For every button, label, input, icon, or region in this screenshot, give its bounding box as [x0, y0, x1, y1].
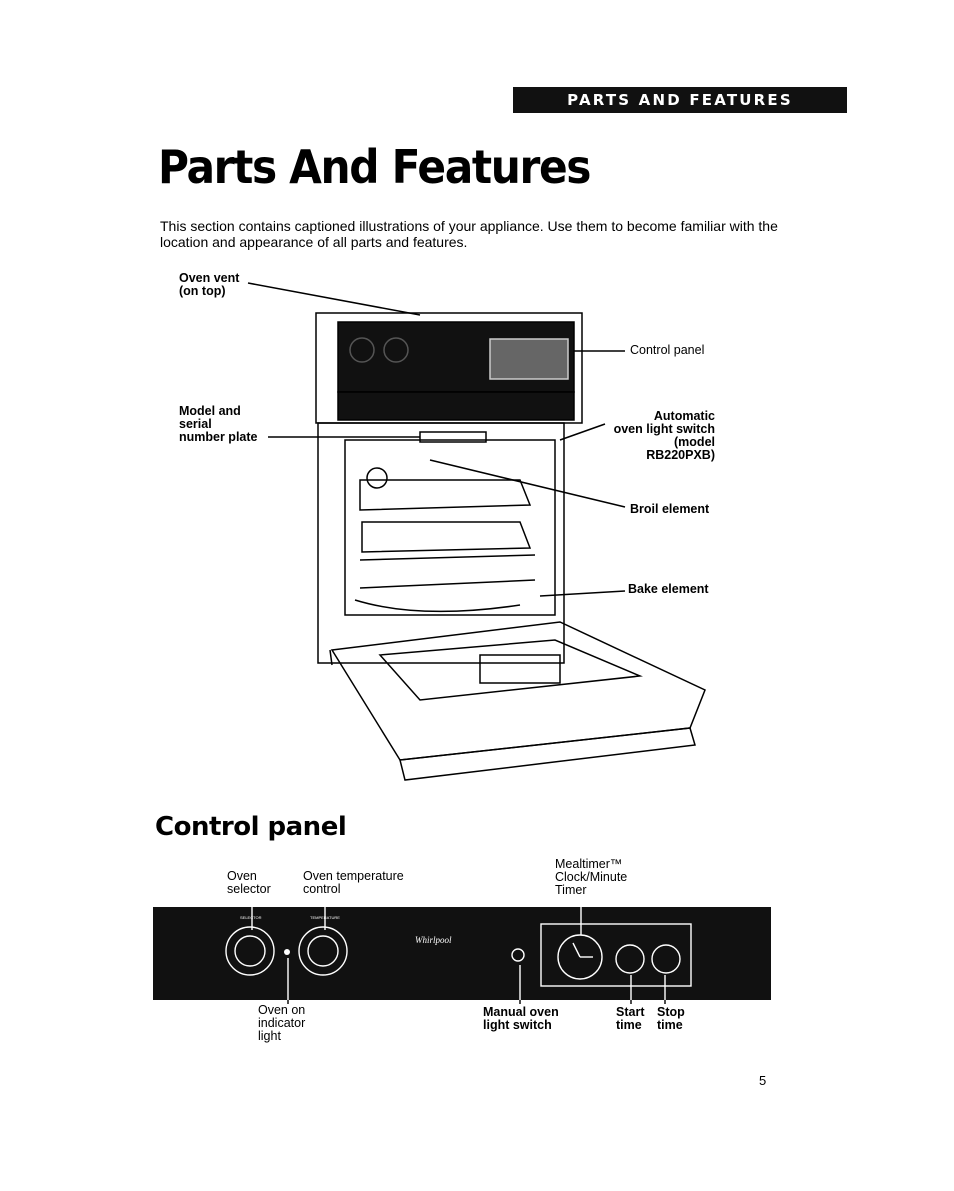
- label-automatic-oven-light-switch: Automatic oven light switch (model RB220…: [613, 409, 715, 462]
- knob2-caption: TEMPERATURE: [310, 915, 340, 920]
- section-tab-header: PARTS AND FEATURES: [513, 87, 847, 113]
- label-stop-time: Stop time: [657, 1005, 685, 1032]
- label-oven-selector: Oven selector: [227, 869, 271, 896]
- label-oven-temperature-control: Oven temperature control: [303, 869, 404, 896]
- label-control-panel: Control panel: [630, 343, 705, 357]
- label-bake-element: Bake element: [628, 582, 709, 596]
- page-number: 5: [759, 1073, 767, 1088]
- section-title-control-panel: Control panel: [155, 812, 347, 842]
- label-oven-vent: Oven vent (on top): [179, 271, 240, 298]
- label-model-serial-plate: Model and serial number plate: [179, 404, 258, 444]
- intro-paragraph: This section contains captioned illustra…: [160, 218, 778, 250]
- page-title: Parts And Features: [158, 140, 591, 194]
- knob1-caption: SELECTOR: [240, 915, 262, 920]
- label-start-time: Start time: [616, 1005, 645, 1032]
- label-manual-oven-light: Manual oven light switch: [483, 1005, 559, 1032]
- label-broil-element: Broil element: [630, 502, 710, 516]
- brand-logo: Whirlpool: [415, 935, 452, 945]
- label-mealtimer: Mealtimer™ Clock/Minute Timer: [555, 857, 628, 897]
- label-oven-on-indicator: Oven on indicator light: [258, 1003, 306, 1043]
